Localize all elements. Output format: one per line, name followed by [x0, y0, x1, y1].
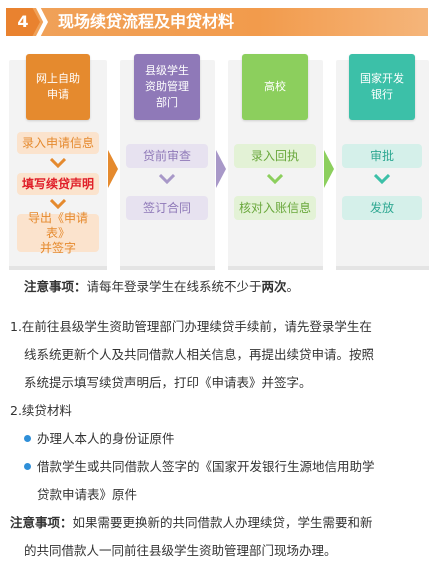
section-header: 4 现场续贷流程及申贷材料 — [6, 8, 428, 36]
note-login: 注意事项：请每年登录学生在线系统不少于两次。 — [24, 279, 300, 294]
chevron-down-icon — [159, 174, 175, 184]
flow-head-bank: 国家开发银行 — [349, 54, 415, 120]
flow-step-pre-review: 贷前审查 — [126, 144, 208, 168]
note-new-coborrower: 注意事项：如果需要更换新的共同借款人办理续贷，学生需要和新 — [10, 515, 373, 530]
arrow-right-icon — [216, 150, 226, 188]
flow-step-sign-contract: 签订合同 — [126, 196, 208, 220]
section-title: 现场续贷流程及申贷材料 — [58, 12, 235, 31]
bullet-icon — [24, 463, 31, 470]
bullet-application-form-cont: 贷款申请表》原件 — [37, 487, 138, 502]
section-number: 4 — [6, 8, 40, 36]
flow-column-county: 县级学生资助管理部门 贷前审查 签订合同 — [120, 54, 215, 270]
flow-head-county: 县级学生资助管理部门 — [134, 54, 200, 120]
item-2-heading: 2.续贷材料 — [10, 403, 72, 418]
flow-column-bank: 国家开发银行 审批 发放 — [336, 54, 429, 270]
item-1-line-1: 1.在前往县级学生资助管理部门办理续贷手续前，请先登录学生在 — [10, 319, 372, 334]
item-1-line-2: 线系统更新个人及共同借款人相关信息，再提出续贷申请。按照 — [24, 347, 375, 362]
arrow-right-icon — [108, 150, 118, 188]
flow-head-online: 网上自助申请 — [26, 54, 90, 120]
flow-step-enter-receipt: 录入回执 — [234, 144, 316, 168]
flow-step-export-form: 导出《申请表》 并签字 — [17, 211, 99, 255]
flow-column-online: 网上自助申请 录入申请信息 填写续贷声明 导出《申请表》 并签字 — [9, 54, 107, 270]
arrow-right-icon — [324, 150, 334, 188]
flow-head-university: 高校 — [242, 54, 308, 120]
note-new-coborrower-cont: 的共同借款人一同前往县级学生资助管理部门现场办理。 — [24, 543, 337, 558]
item-1-line-3: 系统提示填写续贷声明后，打印《申请表》并签字。 — [24, 375, 312, 390]
flow-step-approve: 审批 — [342, 144, 422, 168]
bullet-id-card: 办理人本人的身份证原件 — [24, 430, 175, 448]
bullet-icon — [24, 435, 31, 442]
bullet-application-form: 借款学生或共同借款人签字的《国家开发银行生源地信用助学 — [24, 458, 375, 476]
flow-column-university: 高校 录入回执 核对入账信息 — [228, 54, 323, 270]
chevron-down-icon — [50, 199, 66, 209]
chevron-down-icon — [50, 158, 66, 168]
flow-step-verify-account: 核对入账信息 — [234, 196, 316, 220]
chevron-down-icon — [374, 174, 390, 184]
flow-step-enter-info: 录入申请信息 — [17, 132, 99, 154]
chevron-down-icon — [267, 174, 283, 184]
flow-step-fill-statement: 填写续贷声明 — [17, 173, 99, 195]
process-flow: 网上自助申请 录入申请信息 填写续贷声明 导出《申请表》 并签字 县级学生资助管… — [9, 50, 429, 272]
flow-step-disburse: 发放 — [342, 196, 422, 220]
